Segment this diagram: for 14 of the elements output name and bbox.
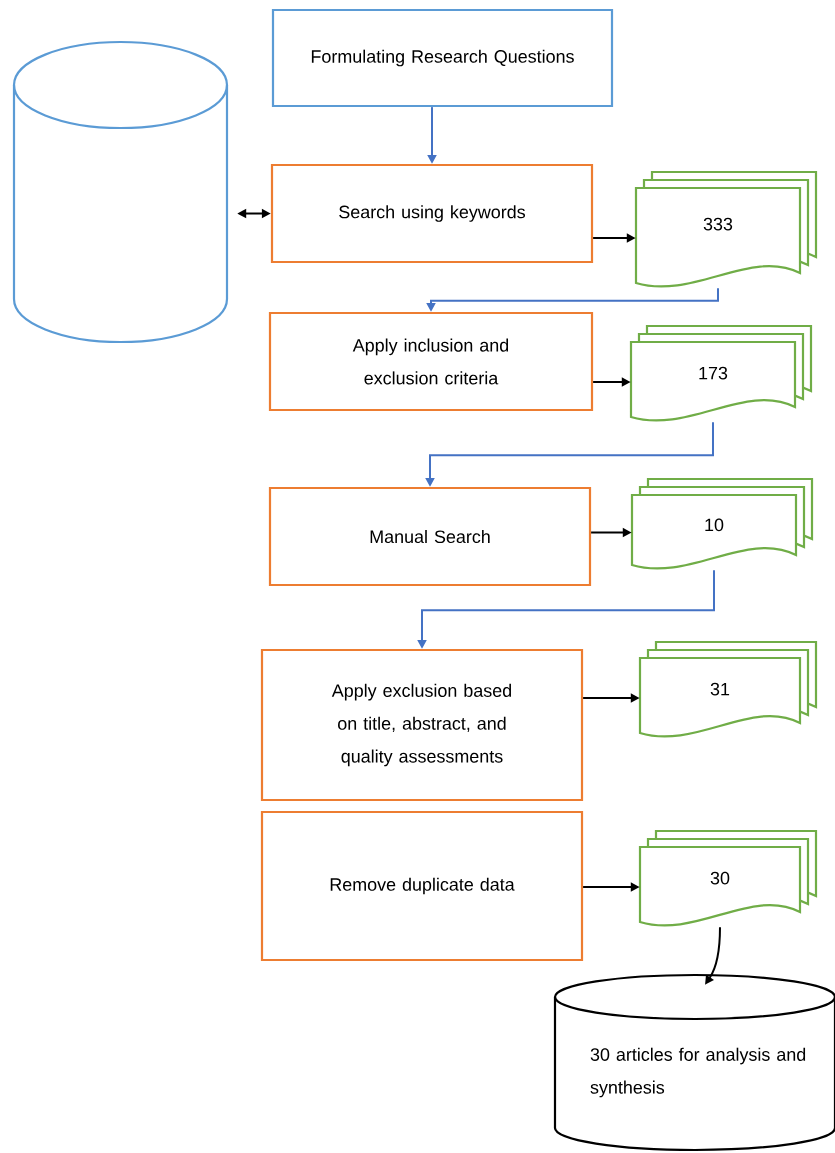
document-stack: 30 bbox=[638, 829, 818, 927]
process-box: Manual Search bbox=[268, 486, 592, 587]
database-cylinder: 30 articles for analysis and synthesis bbox=[553, 973, 835, 1152]
process-box: Apply exclusion based on title, abstract, and quality assessments bbox=[260, 648, 584, 802]
process-box: Formulating Research Questions bbox=[271, 8, 614, 108]
database-cylinder bbox=[12, 40, 229, 344]
process-box: Apply inclusion and exclusion criteria bbox=[268, 311, 594, 412]
node-label: 30 articles for analysis and synthesis bbox=[590, 1047, 806, 1098]
process-box: Search using keywords bbox=[270, 163, 594, 264]
document-stack: 173 bbox=[629, 324, 813, 422]
process-box: Remove duplicate data bbox=[260, 810, 584, 962]
document-stack: 10 bbox=[630, 477, 814, 570]
document-stack: 333 bbox=[634, 170, 818, 288]
document-stack: 31 bbox=[638, 640, 818, 738]
